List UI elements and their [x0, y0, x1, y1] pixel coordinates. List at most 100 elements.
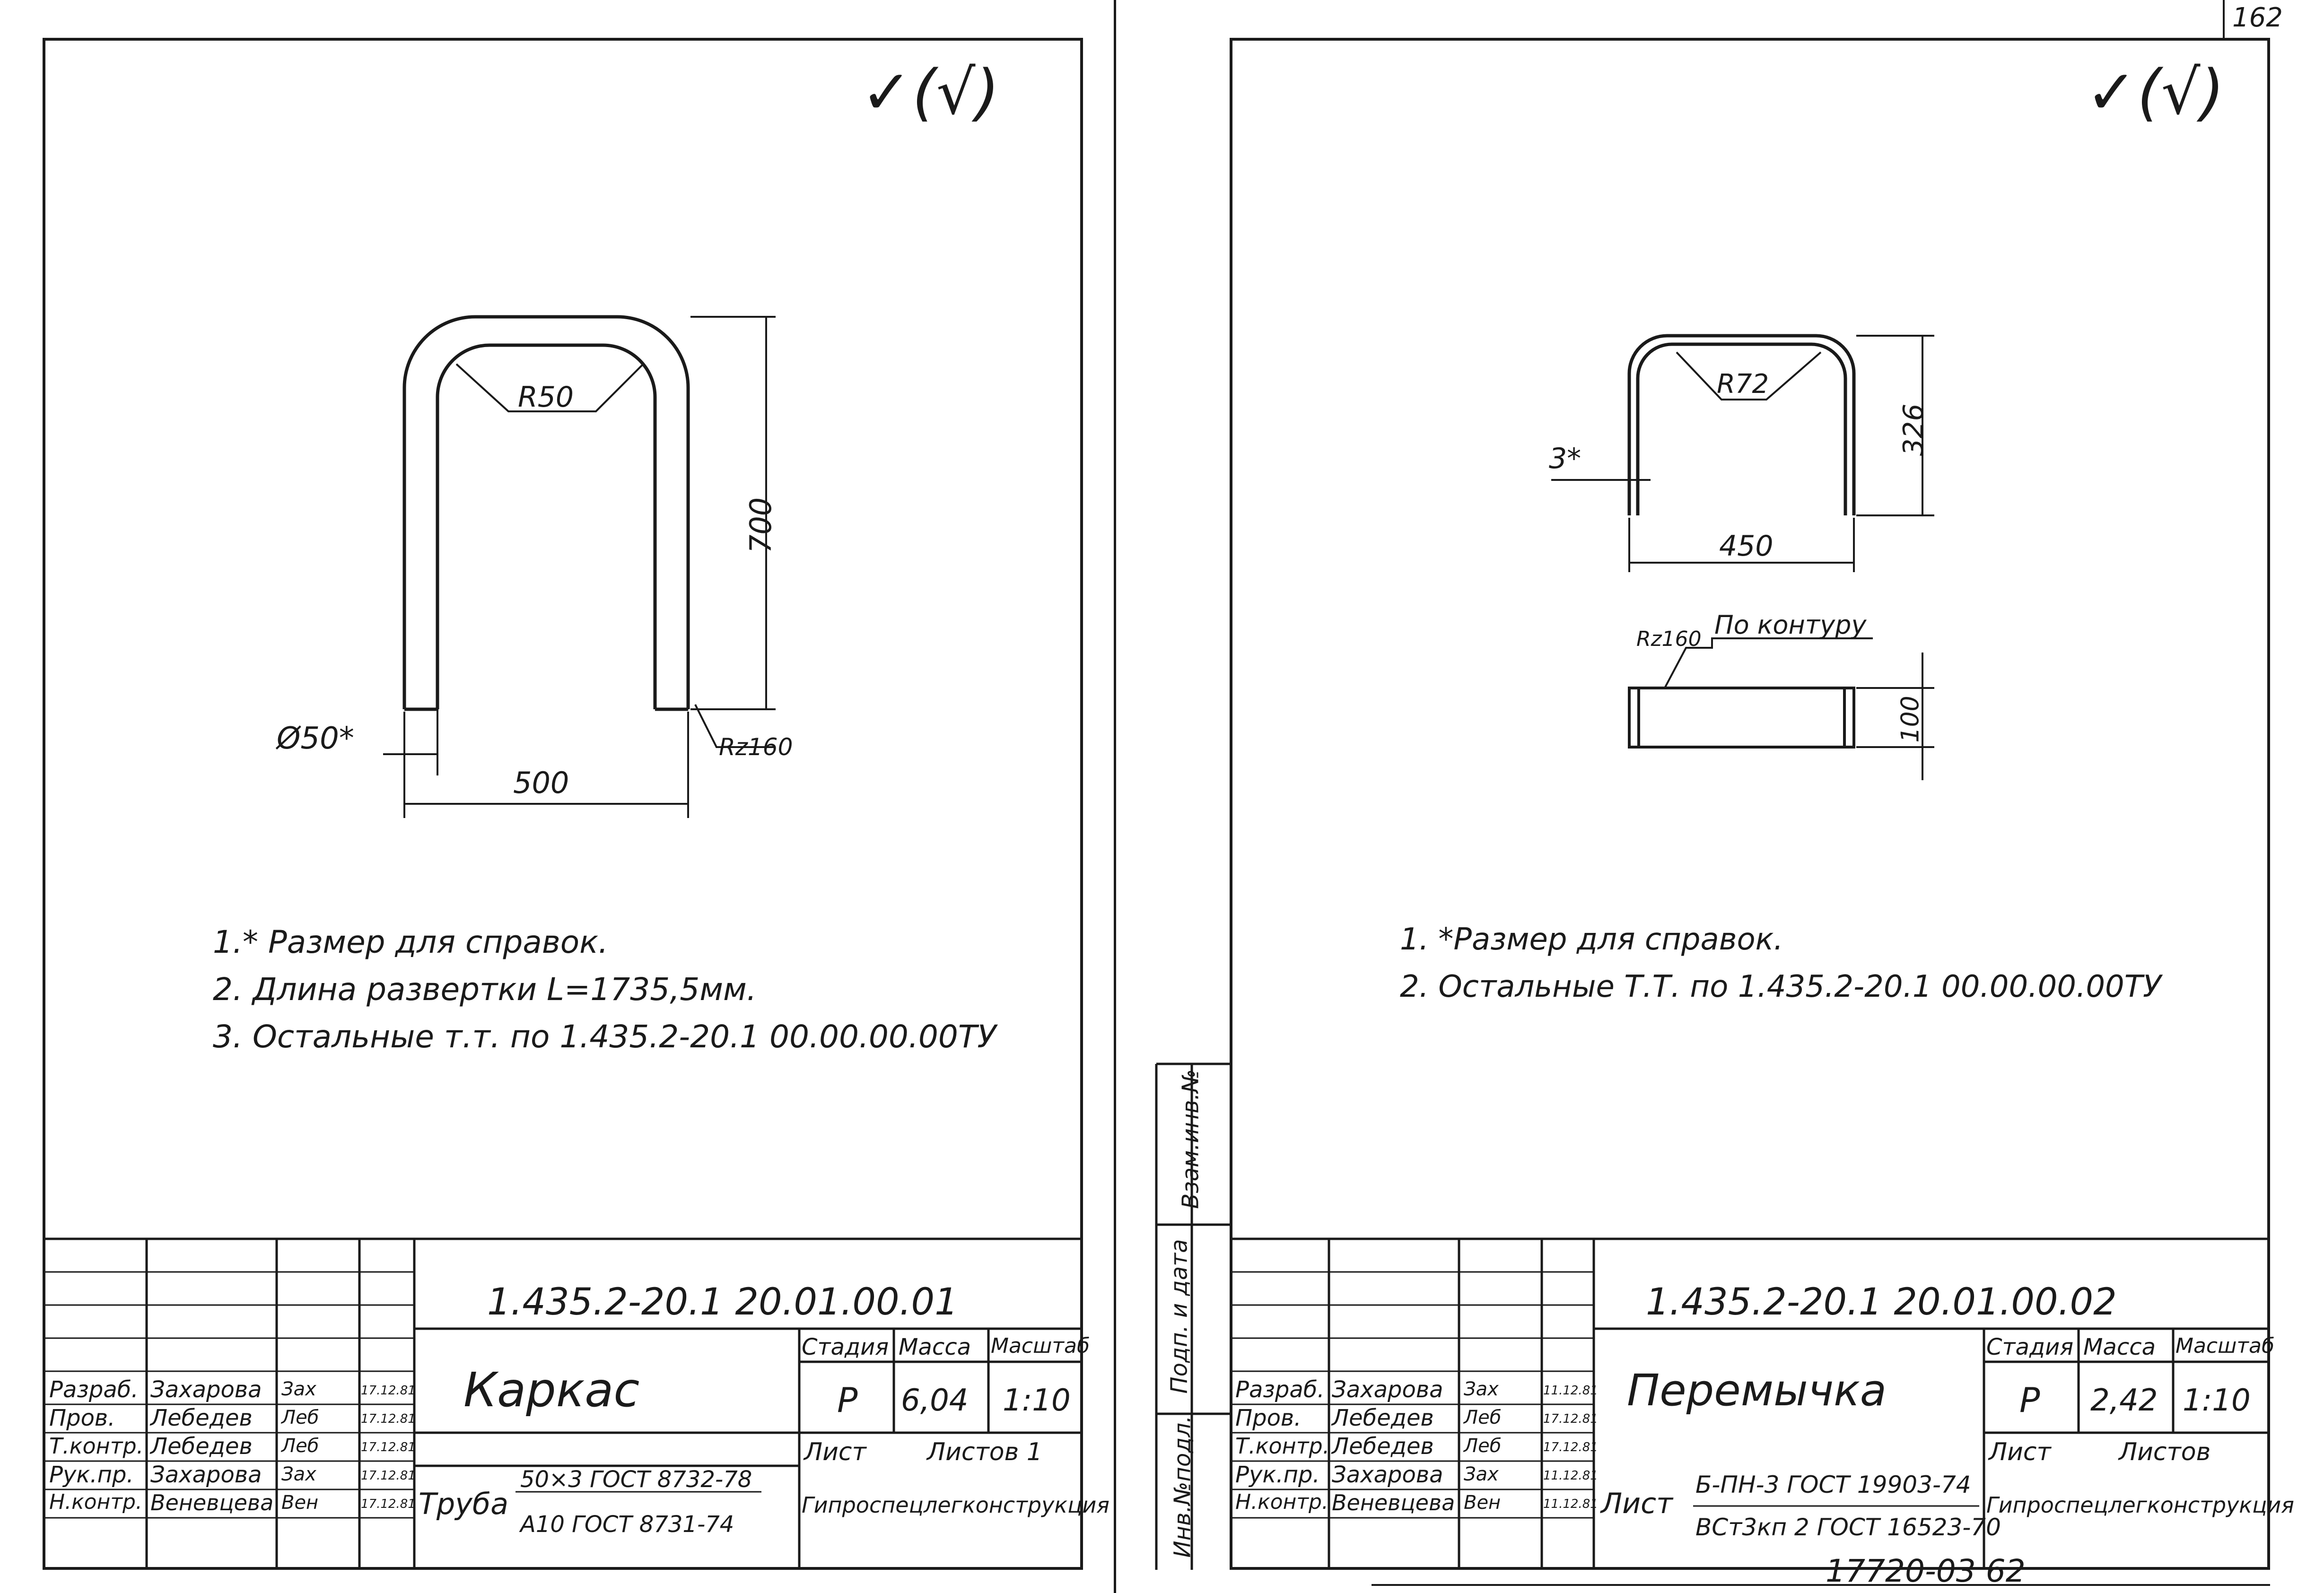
note-left-3: 3. Остальные т.т. по 1.435.2-20.1 00.00.… — [213, 1018, 996, 1055]
side-column — [1155, 1062, 1230, 1570]
sheets-label-left: Листов 1 — [927, 1438, 1042, 1466]
material-label-left: Труба — [419, 1487, 509, 1521]
role-date: 17.12.81 — [1543, 1440, 1598, 1454]
note-right-1: 1. *Размер для справок. — [1400, 922, 1783, 957]
bridge-profile — [1627, 334, 1856, 515]
footer-code: 17720-03 62 — [1826, 1553, 2026, 1589]
header-stage-left: Стадия — [802, 1334, 889, 1360]
stage-value-left: Р — [837, 1380, 858, 1420]
role-signature: Леб — [1464, 1407, 1502, 1428]
role-signature: Зах — [1464, 1463, 1499, 1485]
role-name: Веневцева — [1332, 1490, 1455, 1515]
material-top-left: 50×3 ГОСТ 8732-78 — [520, 1466, 752, 1493]
strip-height-label: 100 — [1896, 696, 1925, 743]
header-mass-left: Масса — [899, 1334, 971, 1360]
title-name-left: Каркас — [463, 1362, 640, 1418]
radius-leader-left — [455, 363, 644, 412]
bridge-strip — [1628, 687, 1855, 749]
role-signature: Зах — [281, 1378, 316, 1400]
radius-leader-right — [1676, 351, 1822, 400]
scale-value-right: 1:10 — [2183, 1383, 2251, 1418]
role-name: Лебедев — [1332, 1433, 1434, 1460]
width-label-right: 450 — [1719, 530, 1774, 563]
roughness-note-left: Rz160 — [719, 733, 793, 761]
header-mass-right: Масса — [2083, 1334, 2156, 1360]
role-signature: Зах — [281, 1463, 316, 1485]
sheet-label-left: Лист — [804, 1438, 866, 1466]
u-frame-left — [402, 315, 690, 711]
role-date: 17.12.81 — [361, 1440, 416, 1454]
role-label: Н.контр. — [49, 1490, 142, 1514]
role-label: Т.контр. — [1235, 1433, 1330, 1459]
role-name: Захарова — [1332, 1462, 1443, 1488]
role-signature: Вен — [281, 1492, 319, 1514]
role-label: Рук.пр. — [1235, 1462, 1320, 1488]
title-code-left: 1.435.2-20.1 20.01.00.01 — [487, 1281, 958, 1323]
u-frame-inner — [436, 343, 657, 709]
corner-bracket — [2223, 0, 2225, 38]
corner-mark: 162 — [2232, 2, 2283, 33]
radius-label-right: R72 — [1717, 369, 1769, 400]
role-name: Веневцева — [150, 1490, 274, 1515]
role-name: Захарова — [150, 1462, 262, 1488]
scale-value-left: 1:10 — [1003, 1383, 1071, 1418]
side-label-inventory: Инв.№подл. — [1169, 1415, 1196, 1558]
material-bottom-left: А10 ГОСТ 8731-74 — [520, 1511, 734, 1538]
role-label: Разраб. — [49, 1376, 139, 1403]
role-label: Пров. — [1235, 1405, 1302, 1431]
diameter-label-left: Ø50* — [277, 721, 354, 756]
role-signature: Зах — [1464, 1378, 1499, 1400]
roughness-symbol-left: ✓(√) — [861, 56, 1000, 128]
material-top-right: Б-ПН-3 ГОСТ 19903-74 — [1695, 1471, 1971, 1498]
sheet-label-right: Лист — [1989, 1438, 2051, 1466]
role-name: Лебедев — [150, 1405, 253, 1431]
sheet-left — [43, 38, 1083, 1570]
role-date: 17.12.81 — [361, 1384, 416, 1398]
role-label: Н.контр. — [1235, 1490, 1328, 1514]
role-date: 11.12.81 — [1543, 1469, 1598, 1483]
side-label-replacement: Взам.инв.№ — [1177, 1069, 1204, 1209]
title-name-right: Перемычка — [1627, 1365, 1887, 1416]
sheets-label-right: Листов — [2119, 1438, 2211, 1466]
organization-right: Гипроспецлегконструкция — [1986, 1492, 2294, 1518]
role-signature: Леб — [281, 1435, 319, 1457]
thickness-label-right: 3* — [1549, 442, 1581, 475]
radius-label-left: R50 — [518, 381, 574, 414]
header-scale-right: Масштаб — [2175, 1334, 2275, 1358]
sheet-right — [1230, 38, 2270, 1570]
header-stage-right: Стадия — [1986, 1334, 2074, 1360]
role-name: Захарова — [150, 1376, 262, 1403]
title-code-right: 1.435.2-20.1 20.01.00.02 — [1646, 1281, 2117, 1323]
role-date: 17.12.81 — [361, 1497, 416, 1511]
roughness-symbol-right: ✓(√) — [2086, 56, 2225, 128]
side-label-signature-date: Подп. и дата — [1166, 1239, 1193, 1394]
note-left-1: 1.* Размер для справок. — [213, 924, 608, 960]
role-date: 17.12.81 — [361, 1412, 416, 1426]
role-name: Лебедев — [150, 1433, 253, 1460]
stage-value-right: Р — [2019, 1380, 2040, 1420]
header-scale-left: Масштаб — [991, 1334, 1090, 1358]
height-label-right: 326 — [1897, 403, 1930, 456]
u-frame-outer — [402, 315, 690, 709]
title-block-grid-right — [1232, 1237, 2267, 1567]
role-label: Пров. — [49, 1405, 115, 1431]
note-right-2: 2. Остальные Т.Т. по 1.435.2-20.1 00.00.… — [1400, 969, 2161, 1004]
role-label: Т.контр. — [49, 1433, 144, 1459]
role-date: 11.12.81 — [1543, 1497, 1598, 1511]
width-label-left: 500 — [513, 766, 569, 800]
mass-value-left: 6,04 — [901, 1383, 969, 1418]
role-signature: Леб — [281, 1407, 319, 1428]
role-date: 17.12.81 — [361, 1469, 416, 1483]
footer-line — [1372, 1584, 2270, 1586]
role-date: 11.12.81 — [1543, 1384, 1598, 1398]
roughness-note-right: Rz160 — [1636, 627, 1702, 651]
role-label: Разраб. — [1235, 1376, 1325, 1403]
role-label: Рук.пр. — [49, 1462, 134, 1488]
role-name: Захарова — [1332, 1376, 1443, 1403]
role-name: Лебедев — [1332, 1405, 1434, 1431]
note-left-2: 2. Длина развертки L=1735,5мм. — [213, 971, 757, 1008]
contour-note-right: По контуру — [1714, 610, 1867, 640]
role-date: 17.12.81 — [1543, 1412, 1598, 1426]
